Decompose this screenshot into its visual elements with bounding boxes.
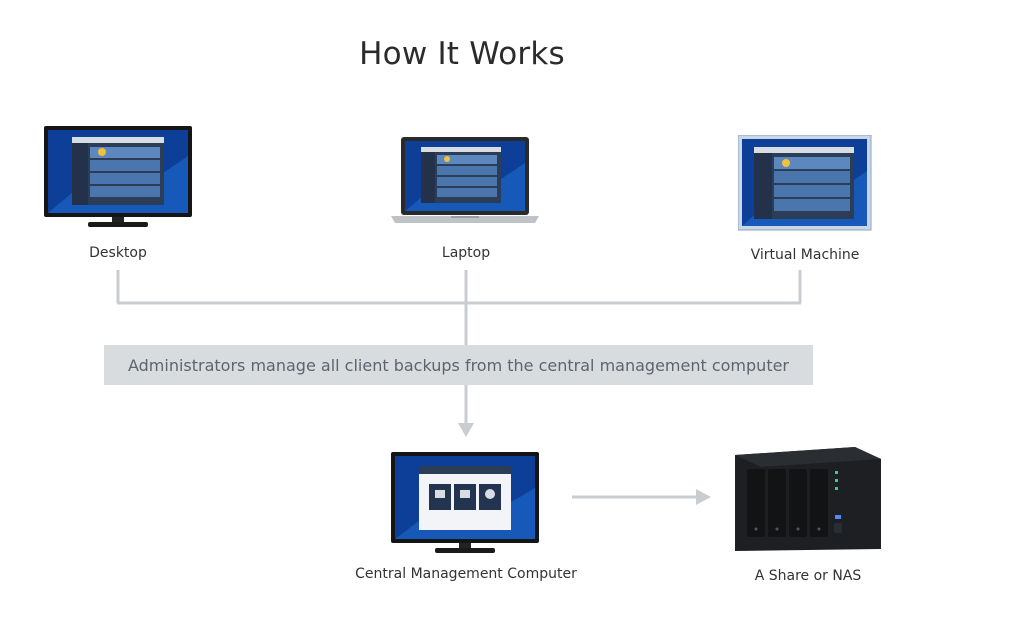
- laptop-label: Laptop: [441, 245, 491, 261]
- central-computer-label: Central Management Computer: [355, 566, 577, 582]
- down-arrow-icon: [458, 423, 474, 437]
- virtual-machine-icon: [738, 135, 872, 231]
- central-computer-icon: [391, 452, 539, 553]
- page-title: How It Works: [359, 36, 565, 72]
- right-arrow-icon: [696, 489, 711, 505]
- info-banner: Administrators manage all client backups…: [104, 345, 813, 385]
- desktop-monitor-icon: [44, 126, 192, 227]
- laptop-icon: [391, 137, 539, 223]
- vm-label: Virtual Machine: [750, 247, 860, 263]
- nas-label: A Share or NAS: [754, 568, 862, 584]
- desktop-label: Desktop: [89, 245, 147, 261]
- nas-device-icon: [735, 447, 881, 551]
